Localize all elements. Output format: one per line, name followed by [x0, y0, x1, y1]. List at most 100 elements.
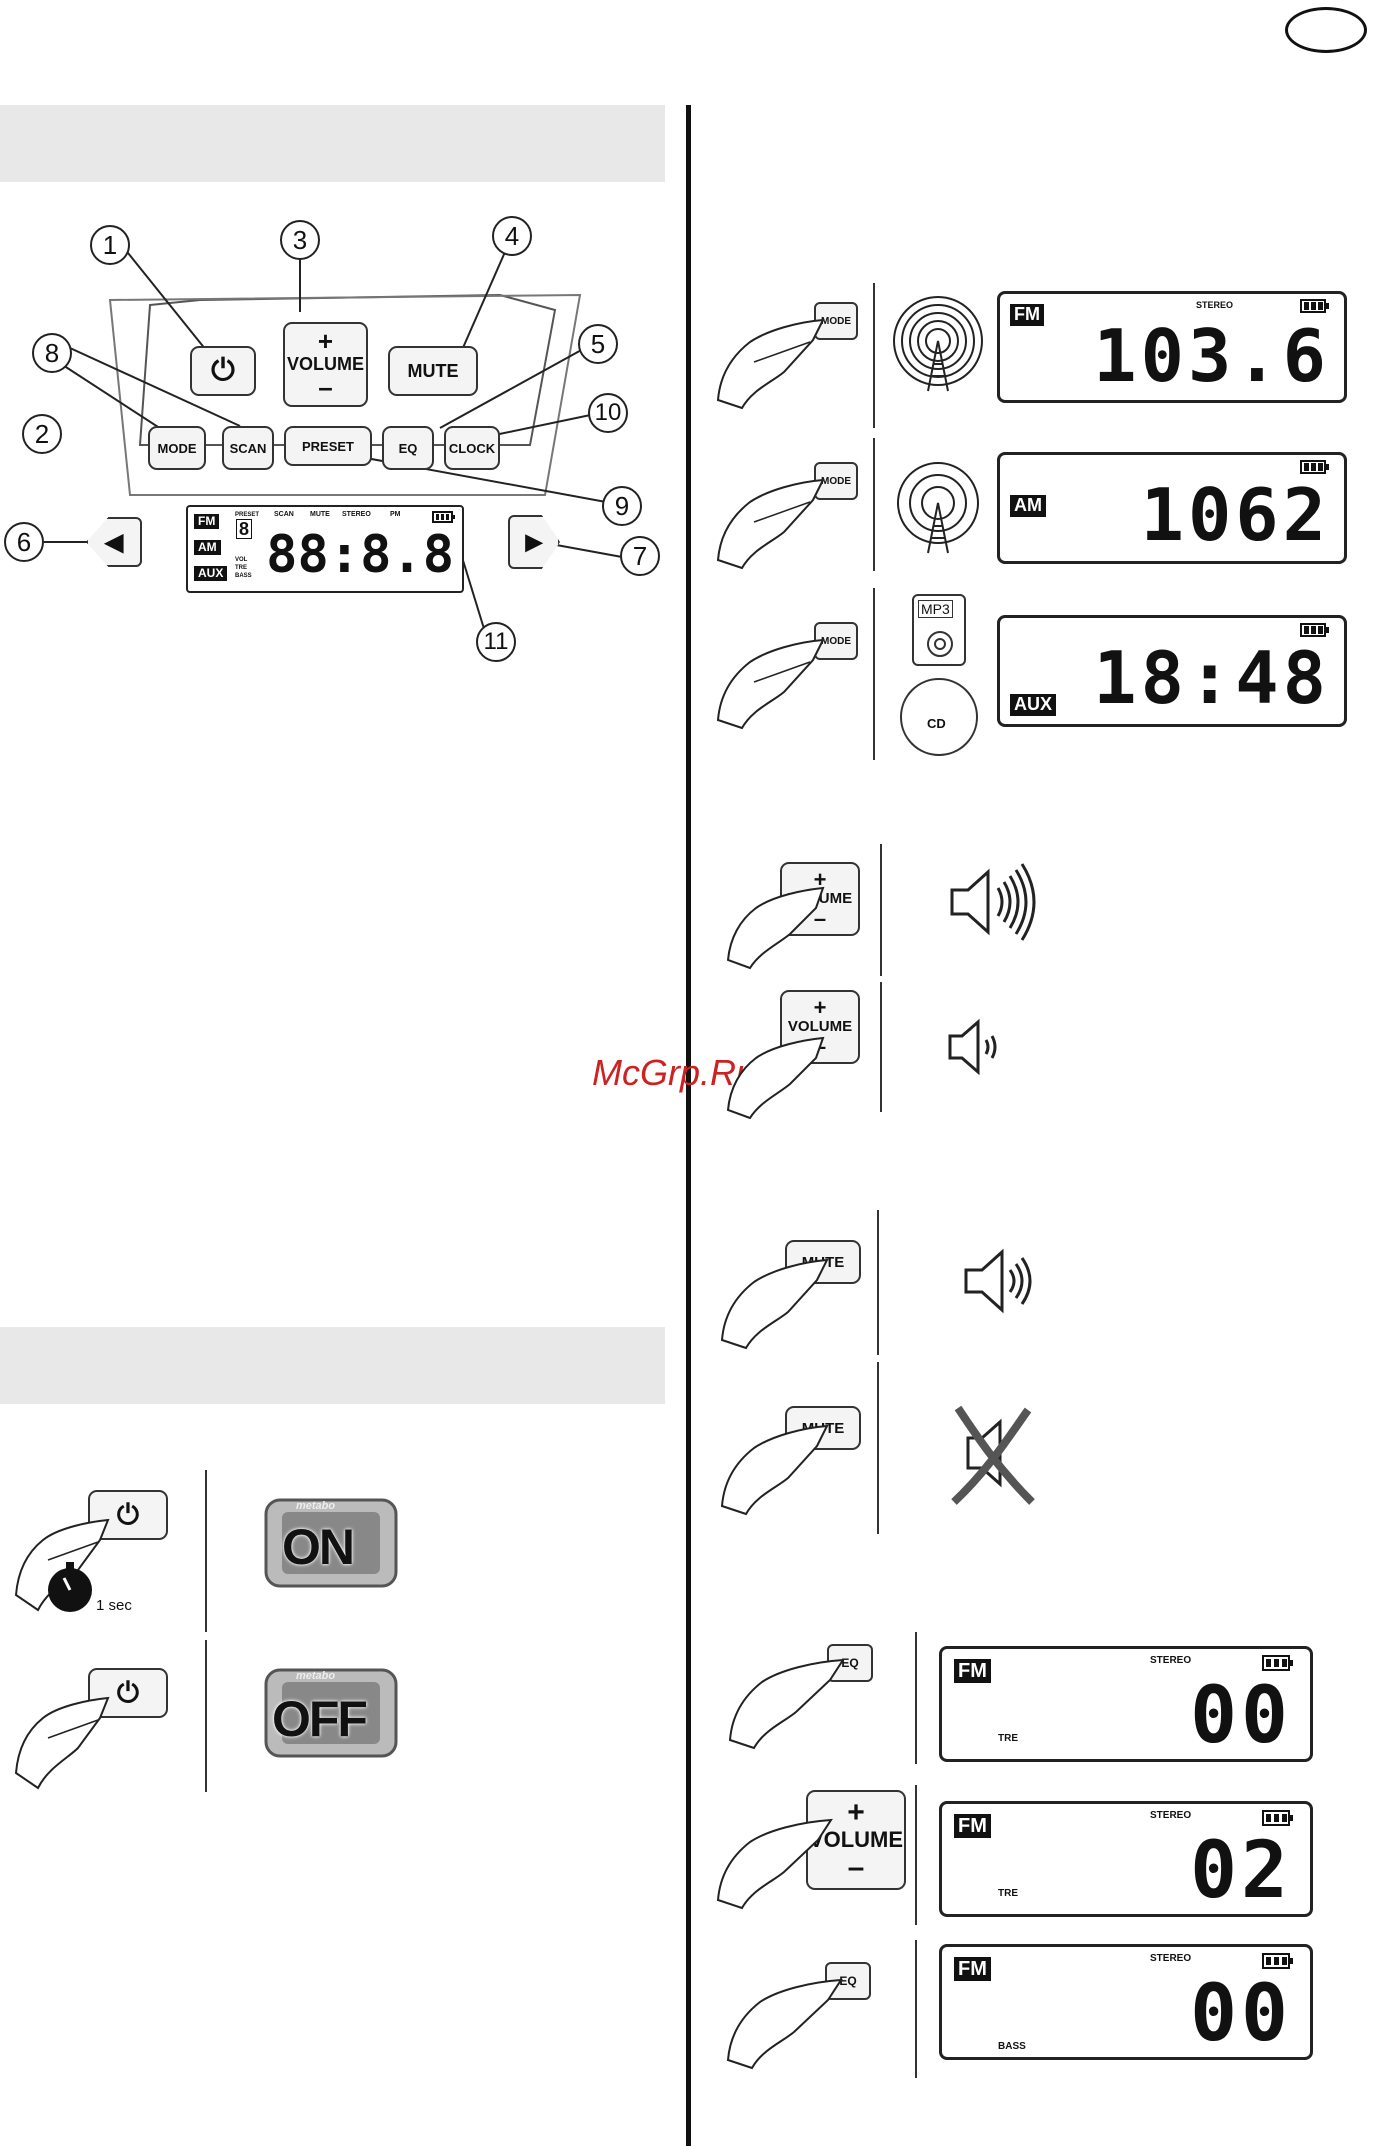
stopwatch-icon	[48, 1562, 92, 1612]
callout-6: 6	[4, 522, 44, 562]
fm-display: FM STEREO 103.6	[997, 291, 1347, 403]
radio-off-label: OFF	[272, 1691, 368, 1747]
eq-sub-label: BASS	[998, 2041, 1026, 2052]
hand-press-icon	[716, 638, 825, 730]
eq-stereo-label: STEREO	[1150, 1953, 1192, 1964]
callout-8: 8	[32, 333, 72, 373]
panel-display: FM AM AUX PRESET 8 SCAN MUTE STEREO PM V…	[186, 505, 464, 593]
panel-status-scan: SCAN	[274, 511, 294, 518]
cd-label: CD	[927, 716, 946, 731]
eq-separator-1	[915, 1632, 917, 1764]
aux-time: 18:48	[1093, 636, 1330, 720]
clock-button[interactable]: CLOCK	[444, 426, 500, 470]
mp3-label: MP3	[918, 600, 953, 618]
scan-button[interactable]: SCAN	[222, 426, 274, 470]
section-header-band-1	[0, 105, 665, 182]
eq-volume-button[interactable]: + VOLUME –	[806, 1790, 906, 1890]
callout-11: 11	[476, 622, 516, 662]
mode-separator-1	[873, 283, 875, 428]
fm-band-tag: FM	[1010, 304, 1044, 326]
panel-status-pm: PM	[390, 511, 401, 518]
volume-minus-label: –	[813, 905, 827, 931]
eq-label: EQ	[839, 1974, 857, 1988]
volume-button[interactable]: + VOLUME –	[283, 322, 368, 407]
section-header-band-2	[0, 1327, 665, 1404]
eq-value: 00	[1190, 1969, 1292, 2059]
power-separator-1	[205, 1470, 207, 1632]
eq-sub-label: TRE	[998, 1888, 1018, 1899]
battery-icon	[1262, 1655, 1293, 1671]
mode-label: MODE	[821, 635, 851, 647]
eq-separator-2	[915, 1785, 917, 1925]
power-button[interactable]: ⏻	[190, 346, 256, 396]
eq-band-tag: FM	[954, 1814, 991, 1838]
speaker-loud-icon	[950, 863, 1036, 941]
eq-label: EQ	[841, 1656, 859, 1670]
aux-display: AUX 18:48	[997, 615, 1347, 727]
mute-separator-1	[877, 1210, 879, 1355]
volume-label: VOLUME	[787, 1018, 853, 1036]
panel-band-fm: FM	[194, 514, 220, 530]
eq-display-treble-02: FM STEREO TRE 02	[939, 1801, 1313, 1917]
radio-brand: metabo	[296, 1670, 336, 1682]
callout-1: 1	[90, 225, 130, 265]
hand-press-icon	[716, 318, 825, 410]
am-antenna-icon	[897, 462, 979, 554]
volume-separator-1	[880, 844, 882, 976]
mode-label: MODE	[821, 475, 851, 487]
mode-button[interactable]: MODE	[148, 426, 206, 470]
battery-icon	[1262, 1810, 1293, 1826]
eq-value: 02	[1190, 1826, 1292, 1916]
panel-sub-bass: BASS	[235, 573, 252, 579]
eq-display-bass-00: FM STEREO BASS 00	[939, 1944, 1313, 2060]
hold-time-label: 1 sec	[96, 1597, 132, 1614]
radio-off-image	[264, 1668, 398, 1758]
hand-press-icon	[726, 1978, 843, 2070]
callout-9: 9	[602, 486, 642, 526]
mp3-player-icon: MP3	[912, 594, 966, 666]
speaker-muted-icon	[951, 1405, 1035, 1505]
language-badge	[1285, 7, 1367, 53]
preset-label: PRESET	[301, 438, 354, 454]
am-display: AM 1062	[997, 452, 1347, 564]
volume-minus-label: –	[318, 371, 333, 402]
am-frequency: 1062	[1140, 473, 1330, 557]
eq-stereo-label: STEREO	[1150, 1655, 1192, 1666]
eq-separator-3	[915, 1940, 917, 2078]
callout-7: 7	[620, 536, 660, 576]
battery-icon	[1300, 299, 1329, 313]
hand-press-icon	[726, 886, 825, 970]
power-separator-2	[205, 1640, 207, 1792]
speaker-quiet-icon	[948, 1018, 997, 1076]
power-icon: ⏻	[116, 1676, 140, 1708]
panel-sub-tre: TRE	[235, 565, 247, 571]
radio-on-image	[264, 1498, 398, 1588]
hand-press-icon	[726, 1036, 825, 1120]
panel-preset-label: PRESET	[235, 512, 260, 518]
eq-label: EQ	[398, 440, 418, 456]
mode-label: MODE	[821, 315, 851, 327]
next-arrow-icon: ▶	[525, 529, 543, 554]
hand-press-icon	[720, 1258, 829, 1350]
volume-plus-label: +	[847, 1795, 865, 1829]
eq-sub-label: TRE	[998, 1733, 1018, 1744]
panel-status-mute: MUTE	[310, 511, 330, 518]
fm-antenna-icon	[893, 296, 983, 392]
mute-button[interactable]: MUTE	[388, 346, 478, 396]
eq-button[interactable]: EQ	[382, 426, 434, 470]
volume-separator-2	[880, 982, 882, 1112]
eq-display-treble-00: FM STEREO TRE 00	[939, 1646, 1313, 1762]
preset-button[interactable]: PRESET	[284, 426, 372, 466]
callout-2: 2	[22, 414, 62, 454]
mute-separator-2	[877, 1362, 879, 1534]
panel-status-stereo: STEREO	[342, 511, 371, 518]
scan-label: SCAN	[229, 440, 267, 456]
volume-plus-label: +	[317, 325, 334, 356]
volume-label: VOLUME	[286, 354, 364, 375]
hand-press-icon	[716, 478, 825, 570]
callout-3: 3	[280, 220, 320, 260]
volume-minus-label: –	[847, 1850, 865, 1884]
mute-label: MUTE	[407, 360, 459, 381]
am-band-tag: AM	[1010, 495, 1046, 517]
callout-10: 10	[588, 393, 628, 433]
